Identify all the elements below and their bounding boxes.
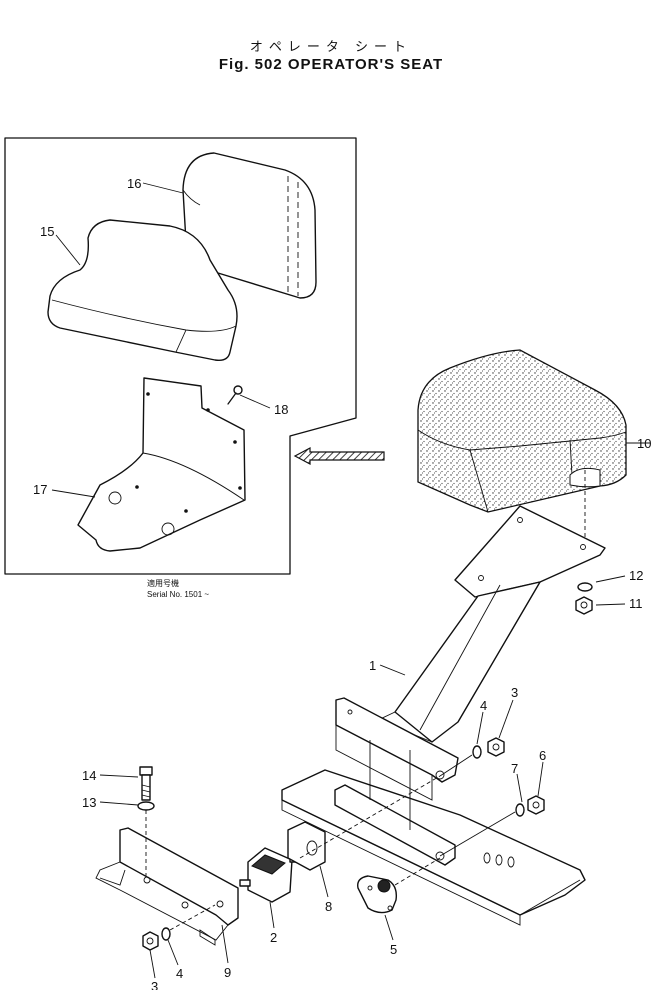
bolt — [139, 766, 153, 801]
seat-post — [376, 505, 606, 743]
adjust-knob — [357, 875, 398, 914]
nut-top-right — [575, 596, 593, 615]
washer-right — [515, 803, 525, 817]
direction-arrow — [293, 447, 385, 465]
callout-7: 7 — [511, 761, 518, 776]
callout-3-upper: 3 — [511, 685, 518, 700]
nut-lower-left — [142, 931, 159, 951]
callout-16: 16 — [127, 176, 141, 191]
nut-right — [527, 795, 545, 815]
callout-1: 1 — [369, 658, 376, 673]
callout-12: 12 — [629, 568, 643, 583]
callout-3-lower: 3 — [151, 979, 158, 990]
callout-4-lower: 4 — [176, 966, 183, 981]
callout-14: 14 — [82, 768, 96, 783]
callout-10: 10 — [637, 436, 651, 451]
callout-13: 13 — [82, 795, 96, 810]
nut-upper — [487, 737, 505, 757]
callout-18: 18 — [274, 402, 288, 417]
callout-15: 15 — [40, 224, 54, 239]
callout-4-upper: 4 — [480, 698, 487, 713]
callout-8: 8 — [325, 899, 332, 914]
washer-upper — [472, 745, 482, 759]
washer-lower-left — [161, 927, 171, 941]
washer-top-right — [577, 582, 593, 592]
figure-title: Fig. 502 OPERATOR'S SEAT — [218, 56, 444, 73]
spacer-block — [287, 821, 326, 871]
callout-11: 11 — [629, 596, 643, 611]
upper-bracket — [334, 697, 459, 866]
seat-bracket — [77, 377, 246, 552]
serial-label: Serial No. 1501 ~ — [147, 590, 209, 599]
seat-cushion — [47, 219, 238, 362]
washer-left-top — [137, 801, 155, 811]
seat-foam-block — [417, 349, 627, 513]
callout-6: 6 — [539, 748, 546, 763]
title-japanese: オペレータ シート — [249, 40, 413, 55]
screw — [227, 385, 243, 405]
callout-2: 2 — [270, 930, 277, 945]
inset-frame — [4, 137, 357, 575]
callout-17: 17 — [33, 482, 47, 497]
callout-5: 5 — [390, 942, 397, 957]
serial-label-japanese: 適用号機 — [147, 578, 179, 588]
callout-9: 9 — [224, 965, 231, 980]
